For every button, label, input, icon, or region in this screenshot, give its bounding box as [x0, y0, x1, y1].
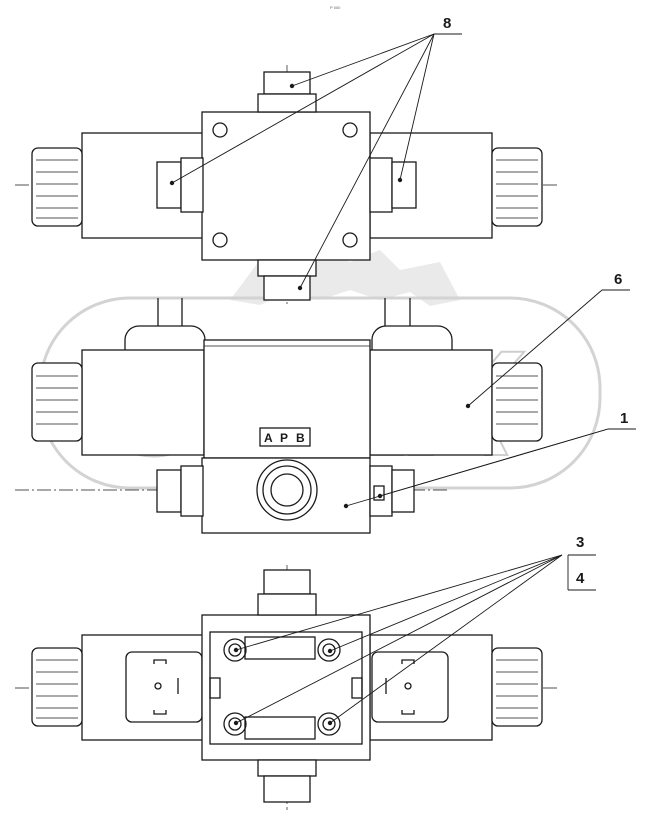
- bot-tab-right: [351, 677, 363, 699]
- mid-left-fitting: [156, 469, 182, 513]
- mid-left-coil: [81, 349, 205, 456]
- bot-screw-1: [223, 638, 247, 662]
- middle-view: A P B: [15, 298, 543, 534]
- bot-right-knob: [491, 647, 543, 727]
- callout-8-label: 8: [443, 15, 451, 32]
- apb-plate: A P B: [259, 427, 311, 447]
- bot-slot-bottom: [244, 716, 316, 740]
- plate-letter-a: A: [264, 431, 273, 445]
- top-bolt-1: [212, 122, 228, 138]
- top-bolt-3: [212, 232, 228, 248]
- mid-right-knob: [491, 362, 543, 442]
- top-up-nut: [257, 93, 317, 113]
- callout-6-label: 6: [614, 271, 622, 288]
- bot-down-nut: [257, 759, 317, 777]
- callout-8: 8: [169, 15, 462, 291]
- bot-up-fitting: [263, 569, 311, 595]
- callout-6: 6: [465, 271, 630, 409]
- top-view: [15, 65, 560, 305]
- top-right-nut: [369, 157, 393, 213]
- mid-left-knob: [31, 362, 83, 442]
- callout-4-label: 4: [576, 570, 585, 587]
- callout-3-4: 3 4: [233, 534, 596, 726]
- top-right-knob: [491, 147, 543, 227]
- top-bolt-2: [342, 122, 358, 138]
- mid-port-mid: [262, 465, 312, 515]
- mid-port-inner: [270, 473, 304, 507]
- top-down-fitting: [263, 275, 311, 301]
- bot-left-connector-face: [125, 651, 203, 723]
- bottom-view: [15, 565, 560, 810]
- header-note: P 000: [330, 5, 341, 10]
- top-left-nut: [180, 157, 204, 213]
- bot-down-fitting: [263, 775, 311, 803]
- top-bolt-4: [342, 232, 358, 248]
- callout-1-label: 1: [620, 410, 628, 427]
- bot-screw-2: [317, 638, 341, 662]
- bot-screw-4: [317, 712, 341, 736]
- bot-screw-3: [223, 712, 247, 736]
- mid-right-fitting: [391, 469, 415, 513]
- top-left-knob: [31, 147, 83, 227]
- mid-set-screw: [373, 485, 385, 501]
- callout-3-label: 3: [576, 534, 584, 551]
- mid-right-coil: [369, 349, 493, 456]
- top-right-fitting: [391, 161, 417, 209]
- callout-1: 1: [343, 410, 636, 509]
- plate-letter-b: B: [296, 431, 305, 445]
- mid-base-block: [201, 457, 371, 534]
- mid-left-nut: [180, 465, 204, 517]
- bot-right-connector-face: [371, 651, 449, 723]
- plate-letter-p: P: [280, 431, 288, 445]
- bot-tab-left: [209, 677, 221, 699]
- bot-slot-top: [244, 636, 316, 660]
- bot-up-nut: [257, 593, 317, 616]
- top-up-fitting: [263, 71, 311, 95]
- bot-left-knob: [31, 647, 83, 727]
- top-left-fitting: [156, 161, 182, 209]
- mid-port-outer: [256, 459, 318, 521]
